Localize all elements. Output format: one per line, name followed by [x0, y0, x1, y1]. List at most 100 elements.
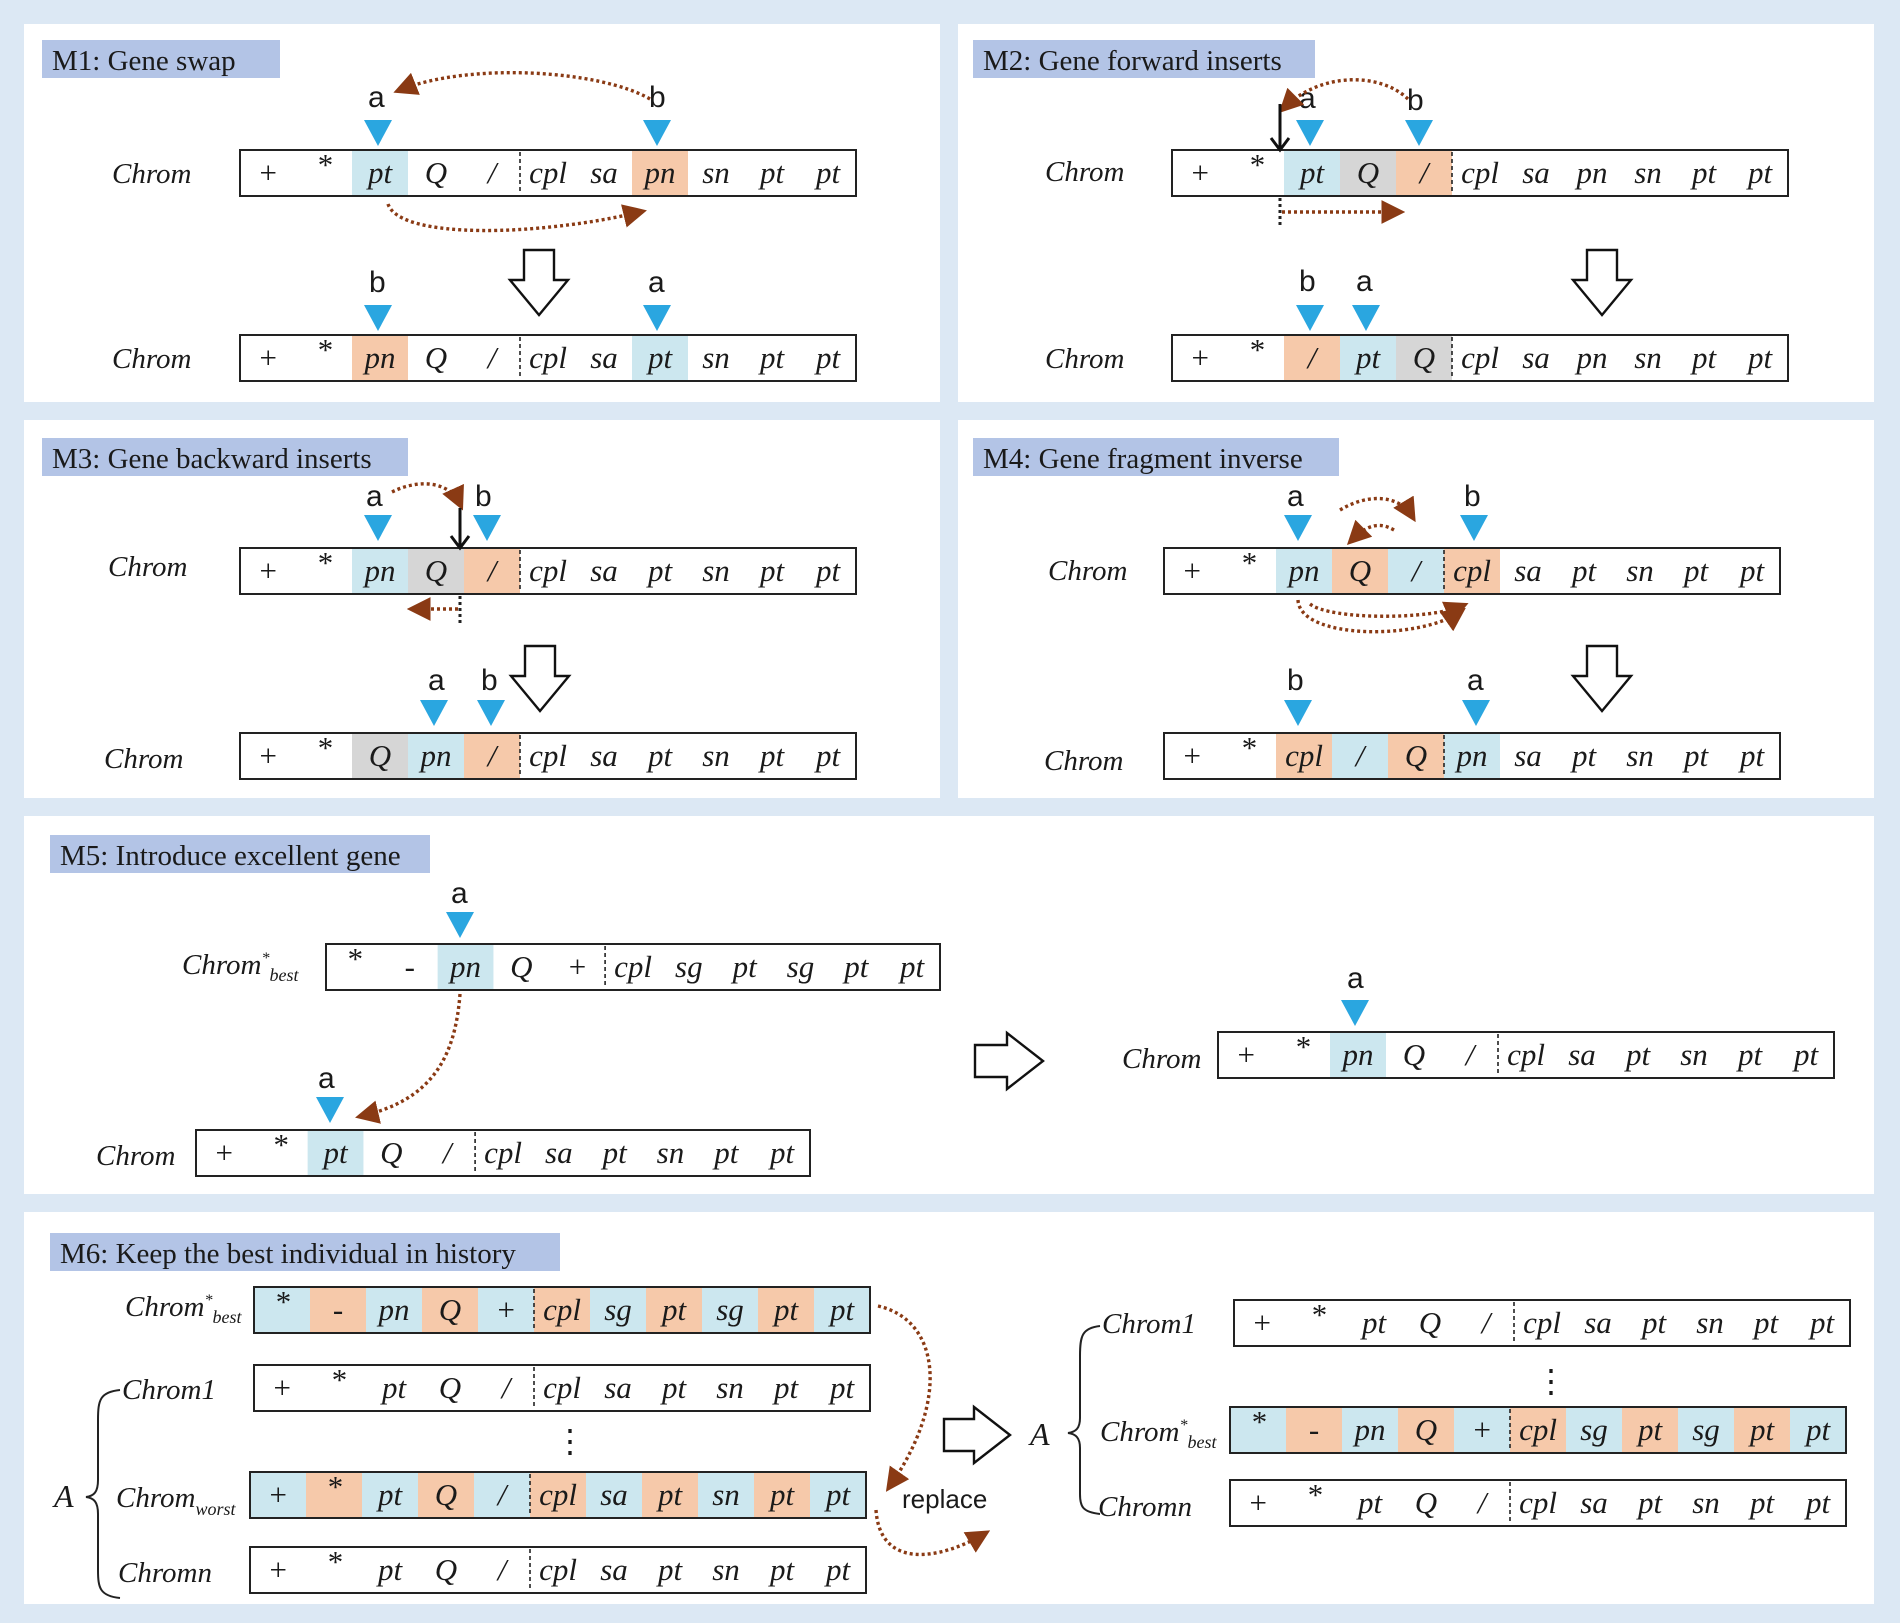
- gene-cell-bg: [1284, 150, 1340, 196]
- gene-cell-bg: [1678, 1407, 1734, 1453]
- gene-symbol: *: [326, 1544, 342, 1579]
- gene-symbol: pt: [758, 738, 786, 773]
- swap-arrows-m1: [386, 70, 651, 233]
- replace-arrows-m6: [874, 1304, 991, 1557]
- gene-cell-bg: [366, 1287, 422, 1333]
- markers-m2: a b b a: [1296, 82, 1433, 331]
- gene-symbol: pt: [1354, 340, 1382, 375]
- chromosome-label: Chromn: [118, 1557, 212, 1589]
- gene-symbol: *: [1310, 1297, 1326, 1332]
- gene-cell-bg: [352, 335, 408, 381]
- gene-symbol: +: [1182, 738, 1203, 773]
- gene-cell-bg: [810, 1472, 866, 1518]
- gene-symbol: sn: [1634, 340, 1662, 375]
- gene-cell-bg: [534, 1287, 590, 1333]
- chromosome-label: Chrom*best: [1100, 1416, 1217, 1452]
- gene-cell-bg: [1398, 1407, 1454, 1453]
- chromosome-box: [253, 1364, 871, 1412]
- gene-cell-bg: [702, 1287, 758, 1333]
- gene-symbol: pn: [448, 949, 481, 984]
- gene-symbol: sg: [716, 1292, 744, 1327]
- gene-cell-bg: [590, 1287, 646, 1333]
- gene-symbol: *: [1248, 147, 1264, 182]
- gene-symbol: pt: [1360, 1305, 1388, 1340]
- gene-symbol: *: [316, 730, 332, 765]
- marker-label: b: [1464, 480, 1481, 513]
- gene-symbol: +: [1182, 553, 1203, 588]
- title-box-m2: [973, 40, 1315, 78]
- gene-symbol: pt: [1690, 155, 1718, 190]
- marker-label: a: [1356, 265, 1373, 298]
- gene-symbol: pt: [731, 949, 759, 984]
- marker-triangle: [1462, 700, 1490, 726]
- gene-symbol: *: [316, 332, 332, 367]
- ellipsis-right: ⋮: [1535, 1363, 1567, 1399]
- title-m1: M1: Gene swap: [52, 45, 236, 77]
- panel-m1: [24, 24, 940, 402]
- chromosome-label: Chrom1: [1102, 1308, 1196, 1340]
- gene-symbol: Q: [1405, 738, 1427, 773]
- chromosome-box: [1171, 334, 1789, 382]
- title-box-m1: [42, 40, 280, 78]
- gene-symbol: pt: [656, 1477, 684, 1512]
- gene-symbol: Q: [1415, 1412, 1437, 1447]
- marker-triangle: [473, 515, 501, 541]
- set-brace-right: [1067, 1325, 1101, 1515]
- gene-symbol: /: [1464, 1037, 1477, 1072]
- chromosome-label: Chrom: [104, 743, 184, 775]
- gene-symbol: sa: [590, 738, 618, 773]
- gene-symbol: /: [1480, 1305, 1493, 1340]
- gene-cell-bg: [530, 1472, 586, 1518]
- gene-symbol: Q: [425, 553, 447, 588]
- title-box-m3: [42, 438, 408, 476]
- result-arrow-down-m1: [507, 248, 571, 317]
- chromosome-box: [1233, 1299, 1851, 1347]
- gene-symbol: sn: [702, 340, 730, 375]
- gene-symbol: /: [441, 1135, 454, 1170]
- gene-symbol: pt: [1570, 553, 1598, 588]
- gene-cell-bg: [586, 1472, 642, 1518]
- result-arrow-down-m4: [1570, 644, 1634, 713]
- gene-symbol: +: [567, 949, 588, 984]
- marker-triangle: [364, 120, 392, 146]
- gene-symbol: pt: [660, 1292, 688, 1327]
- gene-symbol: /: [496, 1477, 509, 1512]
- gene-cell-bg: [310, 1287, 366, 1333]
- marker-label: a: [318, 1062, 335, 1095]
- chromosome-label: Chrom1: [122, 1374, 216, 1406]
- chromosome-box: [325, 943, 941, 991]
- gene-symbol: pn: [377, 1292, 410, 1327]
- replace-arrow-out: [874, 1509, 991, 1557]
- gene-symbol: sa: [1522, 340, 1550, 375]
- marker-label: a: [451, 877, 468, 910]
- gene-symbol: pt: [366, 155, 394, 190]
- title-box-m6: [50, 1233, 560, 1271]
- gene-symbol: pt: [758, 340, 786, 375]
- marker-label: a: [1287, 480, 1304, 513]
- gene-symbol: pt: [898, 949, 926, 984]
- gene-cell-bg: [1566, 1407, 1622, 1453]
- gene-symbol: +: [1252, 1305, 1273, 1340]
- gene-cell-bg: [754, 1472, 810, 1518]
- title-m5: M5: Introduce excellent gene: [60, 840, 401, 872]
- gene-symbol: pt: [712, 1135, 740, 1170]
- gene-symbol: sn: [1626, 553, 1654, 588]
- gene-cell-bg: [464, 733, 520, 779]
- gene-symbol: *: [274, 1284, 290, 1319]
- gene-cell-bg: [1340, 150, 1396, 196]
- gene-symbol: pt: [601, 1135, 629, 1170]
- title-m6: M6: Keep the best individual in history: [60, 1238, 516, 1270]
- markers-m5: a a a: [316, 877, 1369, 1123]
- marker-label: a: [368, 81, 385, 114]
- gene-symbol: pt: [824, 1477, 852, 1512]
- gene-symbol: sa: [1522, 155, 1550, 190]
